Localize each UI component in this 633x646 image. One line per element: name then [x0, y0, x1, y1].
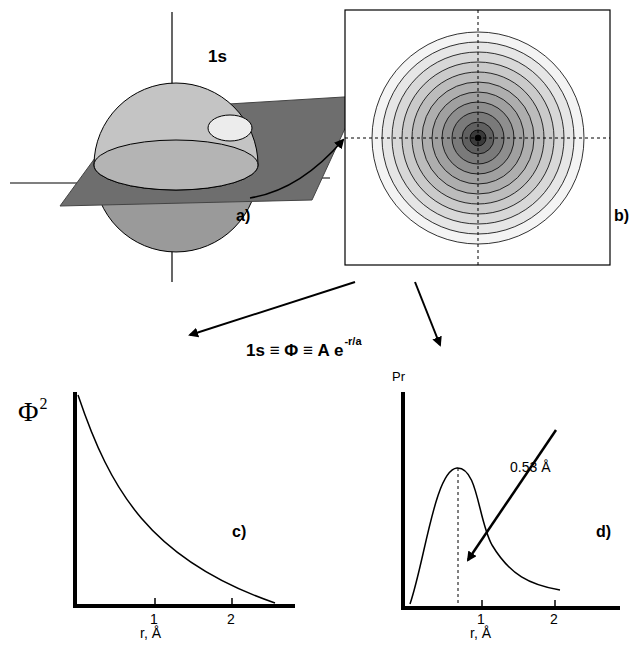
tick-label: 1	[150, 612, 158, 626]
exponent: 2	[39, 396, 47, 412]
panel-letter: b)	[614, 208, 629, 224]
callout-arrow	[468, 430, 556, 560]
tick-marks	[482, 600, 555, 608]
tick-label: 1	[477, 612, 485, 626]
axis-label: r, Å	[470, 626, 491, 640]
panel-letter: d)	[596, 524, 611, 540]
flow-arrow	[250, 140, 343, 198]
plot-axes	[73, 392, 295, 606]
flow-arrow	[415, 282, 440, 345]
callout-value: 0.53 Å	[510, 460, 550, 474]
density-curve	[78, 395, 275, 603]
flow-arrow	[190, 282, 355, 335]
crosshair	[345, 10, 610, 265]
peak-line	[458, 468, 459, 606]
axis-title: Pr	[392, 370, 405, 383]
plot-axes	[401, 392, 620, 608]
tick-label: 2	[550, 612, 558, 626]
exponent: -r/a	[344, 336, 361, 347]
panel-frame	[345, 10, 610, 265]
axis-title: Φ	[18, 398, 38, 426]
tick-label: 2	[227, 612, 235, 626]
tick-marks	[155, 598, 232, 606]
highlight	[208, 115, 252, 141]
sphere-upper	[94, 83, 258, 190]
panel-letter: a)	[236, 208, 250, 224]
axis-label: r, Å	[140, 626, 161, 640]
cross-section	[94, 140, 258, 190]
equation: 1s ≡ Φ ≡ A e	[246, 342, 343, 359]
panel-letter: c)	[232, 524, 246, 540]
orbital-name: 1s	[208, 48, 227, 65]
